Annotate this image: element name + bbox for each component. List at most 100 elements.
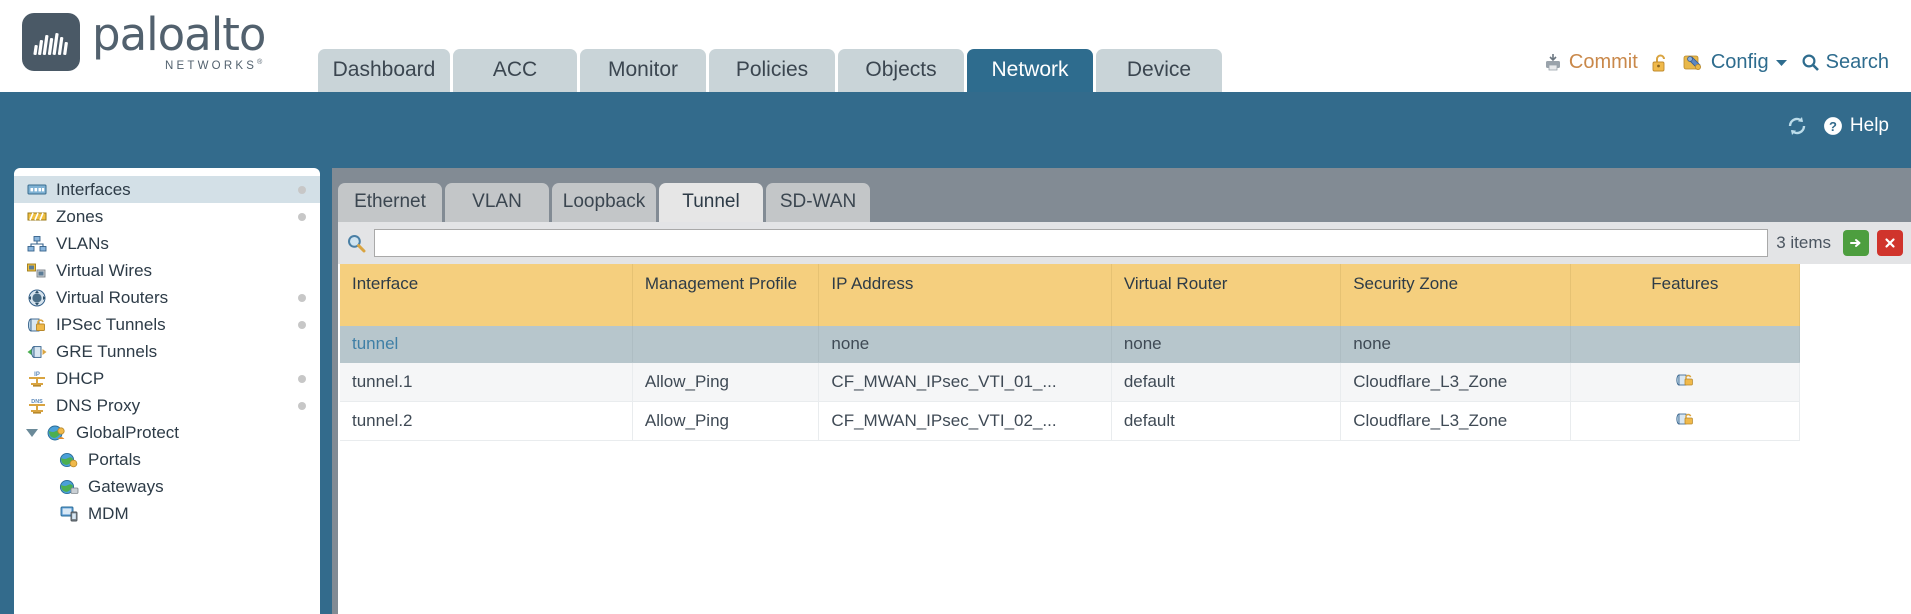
column-header-interface[interactable]: Interface bbox=[340, 264, 633, 326]
interfaces-table: Interface Management Profile IP Address … bbox=[340, 264, 1801, 441]
cell-features bbox=[1570, 326, 1801, 363]
sidebar-item-globalprotect[interactable]: GlobalProtect bbox=[14, 419, 320, 446]
status-dot bbox=[298, 401, 306, 410]
subtab-sdwan[interactable]: SD-WAN bbox=[766, 183, 870, 222]
sidebar-item-label: GlobalProtect bbox=[76, 422, 179, 442]
sidebar-item-interfaces[interactable]: Interfaces bbox=[14, 176, 320, 203]
column-header-virtual-router[interactable]: Virtual Router bbox=[1111, 264, 1342, 326]
virtual-wires-icon bbox=[26, 261, 48, 280]
config-menu[interactable]: Config bbox=[1683, 51, 1788, 74]
brand-logo: paloalto NETWORKS® bbox=[0, 12, 300, 92]
utility-band: ? Help bbox=[0, 92, 1911, 160]
cell-virtual-router: default bbox=[1111, 362, 1342, 402]
dhcp-icon: IP bbox=[26, 369, 48, 388]
gateways-icon bbox=[58, 477, 80, 496]
cell-management-profile: Allow_Ping bbox=[632, 401, 820, 441]
sidebar-item-virtual-wires[interactable]: Virtual Wires bbox=[14, 257, 320, 284]
apply-arrow-icon bbox=[1850, 239, 1861, 247]
sidebar-item-mdm[interactable]: MDM bbox=[14, 500, 320, 527]
lock-button[interactable] bbox=[1651, 53, 1670, 73]
vlans-icon bbox=[26, 234, 48, 253]
sidebar-item-label: Virtual Routers bbox=[56, 287, 169, 307]
sidebar-item-label: Virtual Wires bbox=[56, 260, 153, 280]
brand-name: paloalto bbox=[92, 7, 266, 61]
subtab-ethernet[interactable]: Ethernet bbox=[338, 183, 442, 222]
column-header-management-profile[interactable]: Management Profile bbox=[632, 264, 820, 326]
help-label: Help bbox=[1849, 115, 1889, 136]
header-actions: Commit Config bbox=[1543, 51, 1911, 92]
cell-virtual-router: default bbox=[1111, 401, 1342, 441]
column-header-security-zone[interactable]: Security Zone bbox=[1340, 264, 1571, 326]
sidebar-item-virtual-routers[interactable]: Virtual Routers bbox=[14, 284, 320, 311]
sidebar-item-gre-tunnels[interactable]: GRE Tunnels bbox=[14, 338, 320, 365]
help-button[interactable]: ? Help bbox=[1822, 115, 1889, 137]
cell-interface[interactable]: tunnel.2 bbox=[340, 401, 633, 441]
tab-acc[interactable]: ACC bbox=[453, 49, 577, 92]
paloalto-logo-icon bbox=[22, 12, 80, 71]
clear-x-icon bbox=[1885, 238, 1895, 248]
tab-network[interactable]: Network bbox=[967, 49, 1093, 92]
sidebar-item-zones[interactable]: Zones bbox=[14, 203, 320, 230]
status-dot bbox=[298, 293, 306, 302]
refresh-button[interactable] bbox=[1786, 115, 1808, 137]
tab-device[interactable]: Device bbox=[1096, 49, 1222, 92]
sidebar-item-label: VLANs bbox=[56, 233, 109, 253]
clear-filter-button[interactable] bbox=[1877, 230, 1903, 256]
sidebar-item-dns-proxy[interactable]: DNS DNS Proxy bbox=[14, 392, 320, 419]
subtab-tunnel[interactable]: Tunnel bbox=[659, 183, 763, 222]
search-input[interactable] bbox=[374, 229, 1769, 257]
sidebar-item-portals[interactable]: Portals bbox=[14, 446, 320, 473]
commit-label: Commit bbox=[1568, 51, 1638, 73]
column-header-features[interactable]: Features bbox=[1570, 264, 1801, 326]
column-header-ip-address[interactable]: IP Address bbox=[818, 264, 1112, 326]
cell-security-zone: Cloudflare_L3_Zone bbox=[1340, 401, 1571, 441]
tab-monitor[interactable]: Monitor bbox=[580, 49, 706, 92]
search-button[interactable]: Search bbox=[1801, 51, 1889, 74]
interfaces-table-container: Interface Management Profile IP Address … bbox=[338, 264, 1911, 614]
subtab-loopback[interactable]: Loopback bbox=[552, 183, 656, 222]
table-row[interactable]: tunnel.1 Allow_Ping CF_MWAN_IPsec_VTI_01… bbox=[340, 362, 1801, 402]
search-toolbar: 3 items bbox=[338, 222, 1911, 264]
sidebar-item-vlans[interactable]: VLANs bbox=[14, 230, 320, 257]
tab-objects[interactable]: Objects bbox=[838, 49, 964, 92]
tunnel-panel: 3 items bbox=[338, 222, 1911, 614]
sidebar-item-label: IPSec Tunnels bbox=[56, 314, 166, 334]
virtual-routers-icon bbox=[26, 288, 48, 307]
refresh-icon bbox=[1786, 115, 1808, 137]
svg-text:DNS: DNS bbox=[31, 399, 43, 405]
cell-ip-address: none bbox=[818, 326, 1112, 363]
padlock-feature-icon bbox=[1675, 412, 1695, 431]
commit-button[interactable]: Commit bbox=[1543, 51, 1638, 74]
sidebar-item-ipsec-tunnels[interactable]: IPSec Tunnels bbox=[14, 311, 320, 338]
subtab-vlan[interactable]: VLAN bbox=[445, 183, 549, 222]
tab-policies[interactable]: Policies bbox=[709, 49, 835, 92]
table-row[interactable]: tunnel none none none bbox=[340, 326, 1801, 363]
table-row[interactable]: tunnel.2 Allow_Ping CF_MWAN_IPsec_VTI_02… bbox=[340, 401, 1801, 441]
config-tools-icon bbox=[1683, 53, 1705, 73]
status-dot bbox=[298, 320, 306, 329]
portals-icon bbox=[58, 450, 80, 469]
chevron-down-icon[interactable] bbox=[26, 428, 38, 437]
globalprotect-icon bbox=[46, 423, 68, 442]
status-dot bbox=[298, 212, 306, 221]
content-area: Ethernet VLAN Loopback Tunnel SD-WAN 3 i… bbox=[332, 168, 1911, 614]
interfaces-icon bbox=[26, 180, 48, 199]
sidebar-item-gateways[interactable]: Gateways bbox=[14, 473, 320, 500]
cell-security-zone: none bbox=[1340, 326, 1571, 363]
cell-ip-address: CF_MWAN_IPsec_VTI_01_... bbox=[818, 362, 1112, 402]
body: Interfaces Zones VLANs bbox=[0, 160, 1911, 614]
cell-features bbox=[1570, 401, 1801, 441]
cell-features bbox=[1570, 362, 1801, 402]
status-dot bbox=[298, 185, 306, 194]
ipsec-tunnels-icon bbox=[26, 315, 48, 334]
sidebar-item-label: Interfaces bbox=[56, 179, 131, 199]
apply-filter-button[interactable] bbox=[1843, 230, 1869, 256]
status-dot bbox=[298, 374, 306, 383]
tab-dashboard[interactable]: Dashboard bbox=[318, 49, 450, 92]
cell-management-profile: Allow_Ping bbox=[632, 362, 820, 402]
cell-interface[interactable]: tunnel bbox=[340, 326, 633, 363]
sidebar-item-dhcp[interactable]: IP DHCP bbox=[14, 365, 320, 392]
table-header-row: Interface Management Profile IP Address … bbox=[340, 264, 1801, 326]
cell-interface[interactable]: tunnel.1 bbox=[340, 362, 633, 402]
zones-icon bbox=[26, 207, 48, 226]
